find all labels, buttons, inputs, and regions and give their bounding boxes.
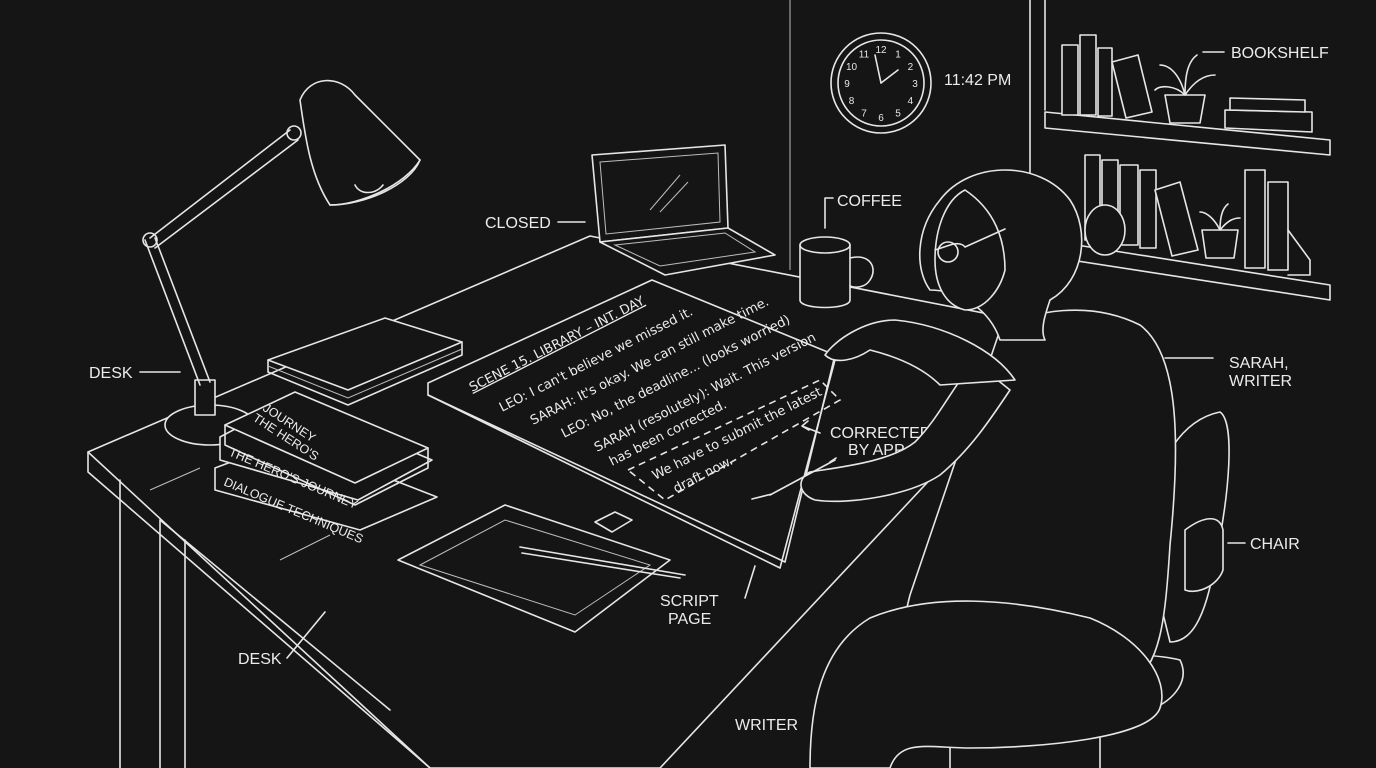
bookshelf-label: BOOKSHELF xyxy=(1231,45,1329,62)
desk-label-bottom: DESK xyxy=(238,651,282,668)
laptop-closed xyxy=(591,144,776,276)
time-label: 11:42 PM xyxy=(944,72,1011,89)
coffee-label: COFFEE xyxy=(837,193,902,210)
notepad-pen-eraser xyxy=(397,504,686,633)
script-page-label-1: SCRIPT xyxy=(660,593,719,610)
writer-sarah xyxy=(751,169,1177,768)
bookshelf xyxy=(1029,0,1331,301)
script-page-label-2: PAGE xyxy=(668,611,711,628)
chair-label: CHAIR xyxy=(1250,536,1300,553)
sarah-label-1: SARAH, xyxy=(1229,355,1289,372)
desk-leader-bottom xyxy=(286,611,326,659)
clock-number: 11 xyxy=(859,50,870,61)
clock-number: 8 xyxy=(849,96,855,107)
clock-number: 6 xyxy=(878,113,884,124)
desk-label-top: DESK xyxy=(89,365,133,382)
clock-number: 9 xyxy=(844,79,850,90)
clock-number: 1 xyxy=(895,50,901,61)
desk-lamp xyxy=(142,79,421,446)
clock-number: 12 xyxy=(875,45,887,56)
clock-number: 7 xyxy=(861,108,867,119)
corrected-highlight-box xyxy=(626,379,842,501)
clock-number: 3 xyxy=(912,79,918,90)
clock-number: 4 xyxy=(908,96,914,107)
coffee-leader xyxy=(824,197,834,229)
paper-stack xyxy=(267,317,463,406)
corrected-arrow-icon xyxy=(801,420,821,434)
clock-number: 10 xyxy=(846,62,858,73)
coffee-mug xyxy=(799,236,874,309)
clock-number: 5 xyxy=(895,108,901,119)
sarah-label-2: WRITER xyxy=(1229,373,1292,390)
clock-number: 2 xyxy=(908,62,914,73)
writer-label: WRITER xyxy=(735,717,798,734)
closed-label: CLOSED xyxy=(485,215,551,232)
script-page-leader xyxy=(744,565,756,599)
corrected-label-1: CORRECTED xyxy=(830,425,931,442)
